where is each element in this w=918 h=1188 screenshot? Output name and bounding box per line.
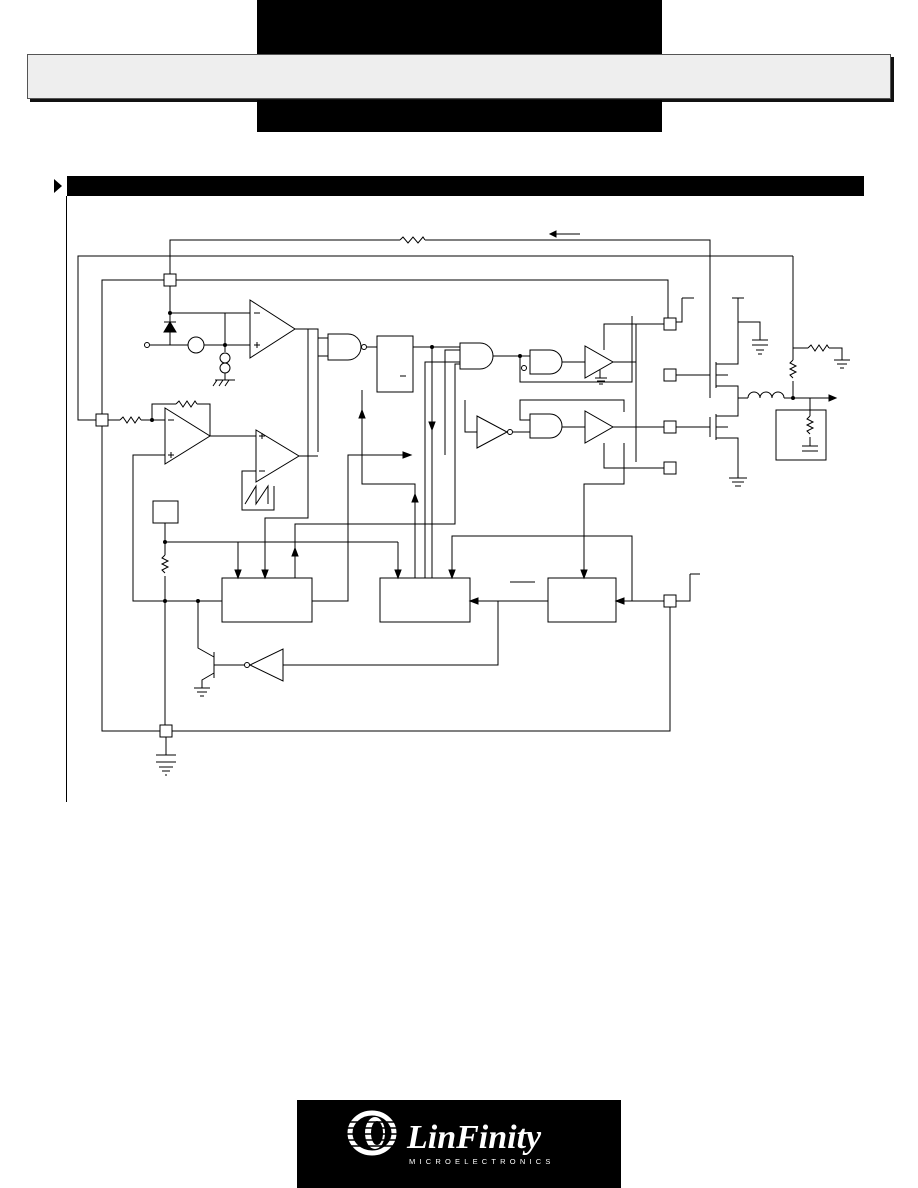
section-left-rule xyxy=(66,196,67,802)
feedback-resistor xyxy=(175,400,198,408)
voltage-source-icon xyxy=(187,336,205,354)
diode-icon xyxy=(163,321,177,333)
latch xyxy=(376,335,414,393)
and-gate-top xyxy=(459,342,494,370)
header-band xyxy=(27,54,891,99)
pin-1 xyxy=(163,273,177,287)
sawtooth-icon xyxy=(244,484,269,506)
low-side-driver xyxy=(584,410,615,444)
top-feedback-wire xyxy=(169,239,400,278)
pin-7 xyxy=(663,461,677,475)
pin-8 xyxy=(663,594,677,608)
current-source-icon xyxy=(219,352,231,364)
top-feedback-resistor xyxy=(399,236,426,244)
and-gate-bottom xyxy=(529,413,563,439)
output-divider-resistor xyxy=(788,359,798,379)
input-resistor xyxy=(119,416,142,424)
pwm-comparator xyxy=(255,429,300,483)
control-logic-block xyxy=(379,577,471,623)
section-arrow-icon xyxy=(54,179,62,193)
and-gate-top-driver xyxy=(529,349,563,375)
svg-text:LinFinity: LinFinity xyxy=(406,1119,542,1156)
pin-3 xyxy=(159,724,173,738)
load-box xyxy=(775,409,827,461)
nand-gate xyxy=(327,333,362,361)
error-amplifier xyxy=(249,299,296,359)
linfinity-logo: LinFinity MICROELECTRONICS xyxy=(297,1100,621,1188)
svg-text:MICROELECTRONICS: MICROELECTRONICS xyxy=(409,1157,555,1166)
block-diagram xyxy=(77,230,850,776)
inverter xyxy=(476,415,509,449)
logo-emblem-icon: LinFinity MICROELECTRONICS xyxy=(347,1110,555,1166)
soft-start-block xyxy=(221,577,313,623)
pin-4 xyxy=(663,317,677,331)
inductor xyxy=(747,391,785,399)
high-side-driver xyxy=(584,345,615,379)
discharge-inverter xyxy=(248,648,284,682)
header-subtitle-block xyxy=(257,100,662,132)
header-title-block xyxy=(257,0,662,54)
bias-resistor xyxy=(160,554,170,574)
vcc-pin-box xyxy=(152,500,179,524)
current-limit-block xyxy=(547,577,617,623)
pin-5 xyxy=(663,368,677,382)
section-heading-bar xyxy=(67,176,864,196)
feedback-amplifier xyxy=(164,407,211,465)
pin-2 xyxy=(95,413,109,427)
pin-6 xyxy=(663,420,677,434)
